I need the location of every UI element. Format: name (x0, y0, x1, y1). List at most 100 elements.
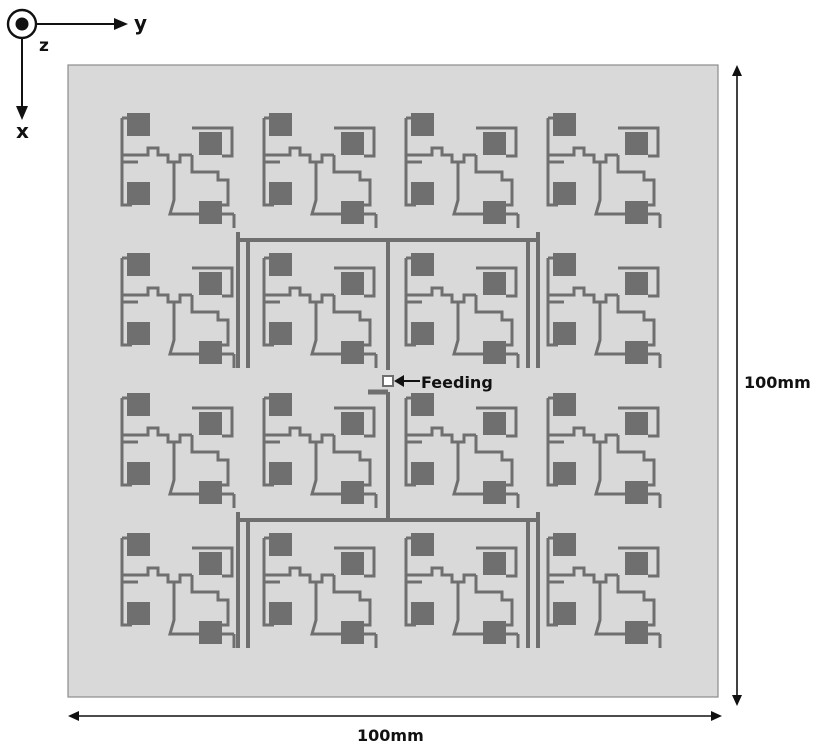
patch (625, 341, 648, 364)
array-element (262, 113, 378, 228)
element-feed-trace (404, 116, 520, 228)
y-axis-arrowhead (114, 18, 128, 30)
patch (483, 481, 506, 504)
element-feed-trace (120, 256, 236, 368)
height-label: 100mm (744, 373, 811, 392)
feed-network (236, 232, 540, 648)
patch (127, 253, 150, 276)
patch (341, 201, 364, 224)
array-element (404, 533, 520, 648)
z-axis-label: z (39, 36, 49, 56)
patch (269, 182, 292, 205)
patch (199, 552, 222, 575)
feed-port (382, 375, 394, 387)
patch (341, 552, 364, 575)
patch (341, 412, 364, 435)
patch (127, 113, 150, 136)
patch (199, 481, 222, 504)
feed-arrowhead (394, 375, 404, 387)
patch (625, 272, 648, 295)
array-element (120, 533, 236, 648)
x-axis-arrowhead (16, 106, 28, 120)
x-axis-label: x (16, 119, 29, 143)
upper-feed-tree (236, 232, 540, 368)
patch (199, 412, 222, 435)
width-arrow-left (68, 711, 79, 721)
array-element (120, 113, 236, 228)
patch (553, 393, 576, 416)
patch (411, 602, 434, 625)
element-feed-trace (262, 536, 378, 648)
patch (341, 132, 364, 155)
patch (553, 322, 576, 345)
patch (625, 201, 648, 224)
patch-array (120, 113, 662, 648)
patch (553, 182, 576, 205)
patch (127, 182, 150, 205)
patch (625, 621, 648, 644)
patch (553, 253, 576, 276)
width-dimension: 100mm (68, 711, 722, 745)
element-feed-trace (120, 116, 236, 228)
patch (411, 393, 434, 416)
element-feed-trace (546, 396, 662, 508)
patch (483, 412, 506, 435)
patch (341, 272, 364, 295)
element-feed-trace (404, 256, 520, 368)
patch (411, 462, 434, 485)
patch (625, 412, 648, 435)
patch (625, 132, 648, 155)
array-element (262, 533, 378, 648)
element-feed-trace (404, 396, 520, 508)
height-arrow-bottom (732, 695, 742, 706)
array-element (546, 533, 662, 648)
patch (411, 182, 434, 205)
patch (199, 272, 222, 295)
array-element (404, 113, 520, 228)
patch (483, 272, 506, 295)
height-arrow-top (732, 65, 742, 76)
patch (483, 552, 506, 575)
patch (199, 341, 222, 364)
patch (199, 621, 222, 644)
patch (411, 533, 434, 556)
z-axis-dot (15, 17, 29, 31)
width-label: 100mm (357, 726, 424, 745)
array-element (404, 393, 520, 508)
patch (483, 621, 506, 644)
patch (341, 621, 364, 644)
patch (553, 462, 576, 485)
patch (483, 201, 506, 224)
element-feed-trace (120, 396, 236, 508)
patch (269, 393, 292, 416)
patch (127, 533, 150, 556)
array-element (120, 253, 236, 368)
array-element (546, 253, 662, 368)
patch (127, 462, 150, 485)
patch (553, 602, 576, 625)
array-element (262, 253, 378, 368)
height-dimension: 100mm (732, 65, 811, 706)
lower-feed-tree (236, 512, 540, 648)
patch (553, 113, 576, 136)
element-feed-trace (262, 256, 378, 368)
array-element (404, 253, 520, 368)
patch (483, 341, 506, 364)
patch (269, 602, 292, 625)
patch (269, 322, 292, 345)
element-feed-trace (404, 536, 520, 648)
patch (127, 602, 150, 625)
element-feed-trace (262, 396, 378, 508)
patch (553, 533, 576, 556)
feed-point: Feeding (382, 373, 493, 392)
patch (341, 341, 364, 364)
array-element (546, 393, 662, 508)
patch (269, 113, 292, 136)
element-feed-trace (546, 116, 662, 228)
element-feed-trace (546, 536, 662, 648)
array-element (120, 393, 236, 508)
patch (269, 533, 292, 556)
patch (127, 322, 150, 345)
patch (269, 253, 292, 276)
